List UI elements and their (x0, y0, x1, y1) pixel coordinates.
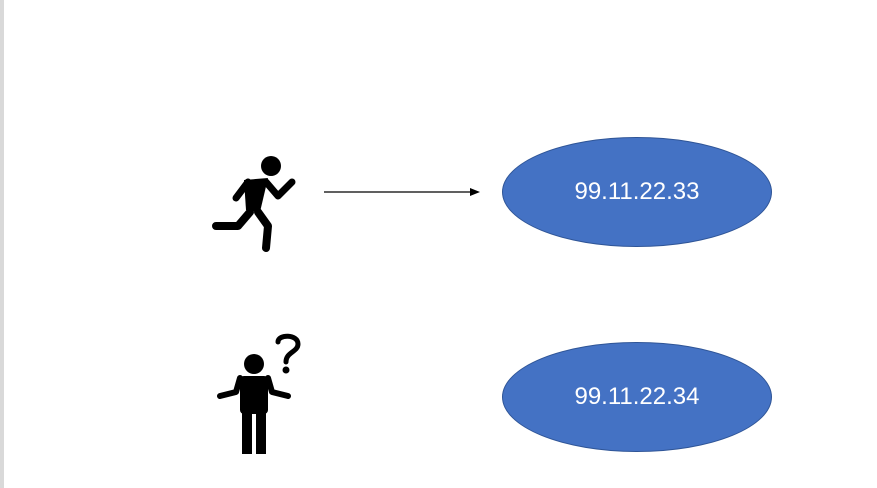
ip-node-2-label: 99.11.22.34 (574, 383, 700, 410)
arrow (324, 188, 480, 196)
left-border (0, 0, 4, 488)
running-person-icon (212, 156, 296, 252)
ip-node-2: 99.11.22.34 (502, 342, 772, 452)
confused-person-icon (217, 333, 301, 454)
ip-node-1: 99.11.22.33 (502, 137, 772, 247)
ip-node-1-label: 99.11.22.33 (574, 178, 700, 205)
